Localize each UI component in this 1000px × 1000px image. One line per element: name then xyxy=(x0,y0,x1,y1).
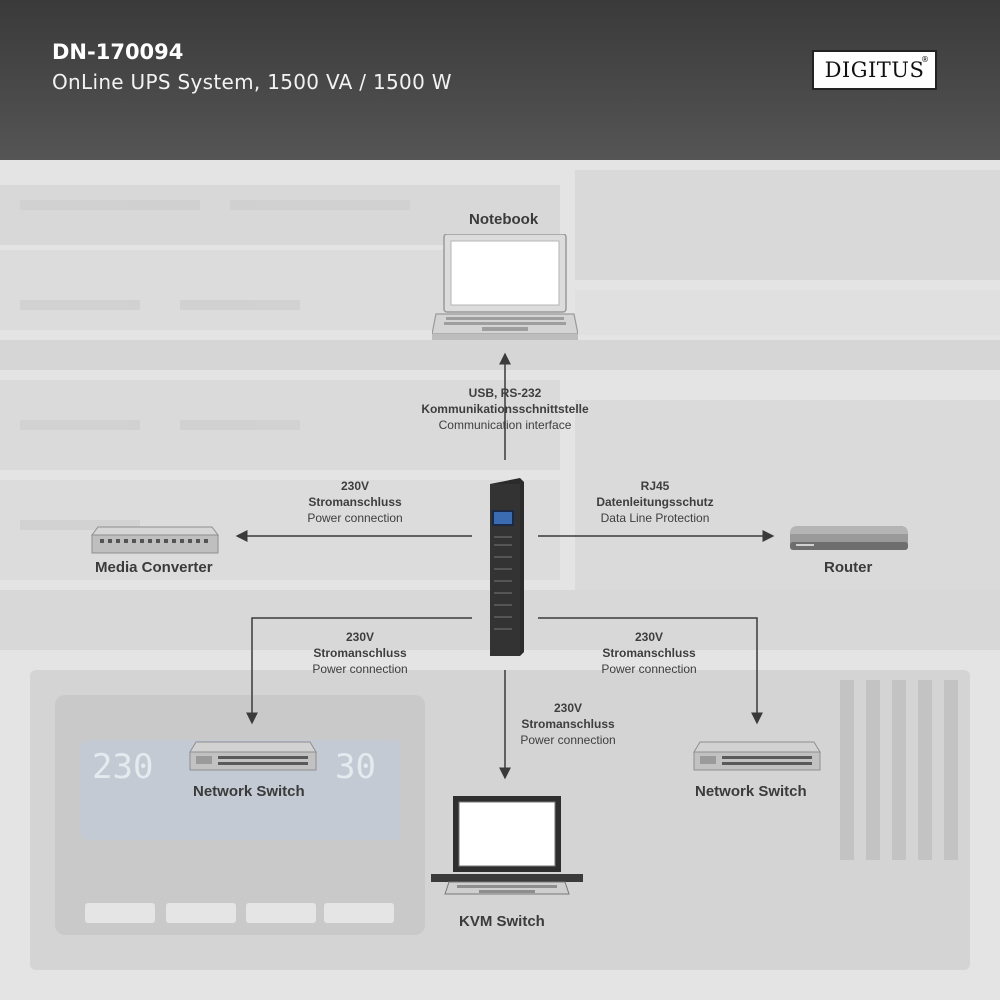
network-switch-left-icon xyxy=(189,741,317,771)
caption-bottom-right-line1: 230V xyxy=(634,630,664,644)
product-subtitle: OnLine UPS System, 1500 VA / 1500 W xyxy=(52,70,452,94)
svg-text:230: 230 xyxy=(92,747,153,787)
network-switch-left-label: Network Switch xyxy=(193,783,305,800)
caption-right-line1: RJ45 xyxy=(640,479,670,493)
caption-top-line1: USB, RS-232 xyxy=(468,386,542,400)
arrow-to-network-switch-right xyxy=(538,617,763,725)
notebook-icon xyxy=(432,234,578,340)
router-icon xyxy=(790,526,908,550)
caption-bottom-right-line3: Power connection xyxy=(601,662,697,676)
caption-left-line2: Stromanschluss xyxy=(308,495,402,509)
arrow-to-network-switch-left xyxy=(246,617,472,725)
brand-logo: DIGITUS ® xyxy=(812,50,937,90)
notebook-label: Notebook xyxy=(469,211,539,228)
caption-bottom-line2: Stromanschluss xyxy=(521,717,615,731)
caption-bottom-line3: Power connection xyxy=(520,733,616,747)
ups-tower-icon xyxy=(490,478,524,656)
caption-bottom-line1: 230V xyxy=(553,701,583,715)
network-switch-right-icon xyxy=(693,741,821,771)
svg-text:30: 30 xyxy=(335,747,376,787)
router-label: Router xyxy=(824,559,873,576)
caption-left-line3: Power connection xyxy=(307,511,403,525)
caption-top-line2: Kommunikationsschnittstelle xyxy=(421,402,589,416)
caption-right-line2: Datenleitungsschutz xyxy=(596,495,714,509)
media-converter-icon xyxy=(91,526,219,554)
kvm-switch-label: KVM Switch xyxy=(459,913,545,930)
product-code: DN-170094 xyxy=(52,40,184,64)
caption-bottom-left-line3: Power connection xyxy=(312,662,408,676)
media-converter-label: Media Converter xyxy=(95,559,213,576)
caption-bottom-left-line2: Stromanschluss xyxy=(313,646,407,660)
caption-left-line1: 230V xyxy=(340,479,370,493)
caption-bottom-right-line2: Stromanschluss xyxy=(602,646,696,660)
logo-registered-mark: ® xyxy=(921,55,929,64)
network-switch-right-label: Network Switch xyxy=(695,783,807,800)
kvm-switch-icon xyxy=(431,796,583,895)
caption-bottom-left-line1: 230V xyxy=(345,630,375,644)
caption-top-line3: Communication interface xyxy=(438,418,572,432)
caption-right-line3: Data Line Protection xyxy=(600,511,710,525)
logo-text: DIGITUS xyxy=(824,58,925,82)
